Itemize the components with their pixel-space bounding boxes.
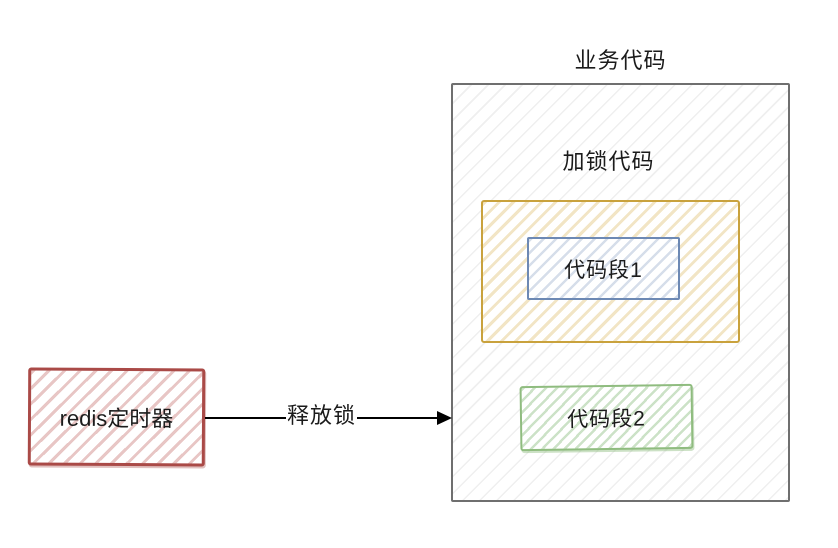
lock-code-box: 代码段1 [481, 200, 740, 343]
business-code-title: 业务代码 [574, 48, 667, 73]
release-lock-label: 释放锁 [287, 403, 357, 428]
arrow-line-right [357, 416, 439, 420]
arrow-line-left [205, 416, 286, 420]
lock-code-label: 加锁代码 [562, 149, 655, 174]
redis-timer-box: redis定时器 [27, 367, 206, 467]
release-lock-arrow: 释放锁 [205, 403, 453, 432]
code-segment-2-box: 代码段2 [519, 383, 694, 452]
code-segment-2-label: 代码段2 [567, 406, 647, 432]
arrow-head-icon [437, 411, 453, 425]
code-segment-1-label: 代码段1 [564, 258, 643, 282]
business-code-box: 加锁代码 代码段1 代码段2 [451, 83, 790, 502]
redis-timer-label: redis定时器 [59, 405, 174, 432]
code-segment-1-box: 代码段1 [527, 237, 680, 300]
